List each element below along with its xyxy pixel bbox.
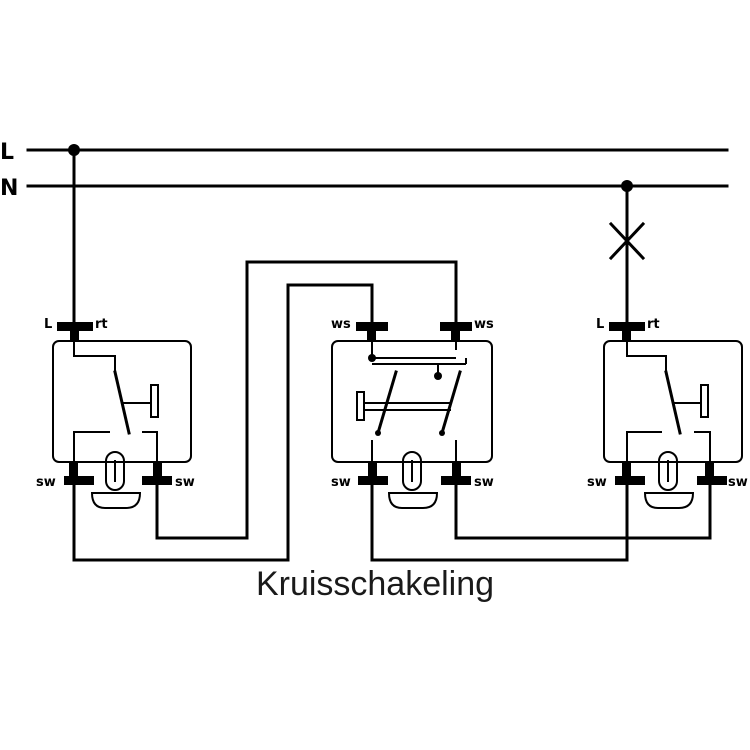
switch-left: L rt sw sw [36, 317, 195, 509]
switch-left-label-top-left: L [44, 317, 52, 332]
switch-middle: ws ws sw sw [331, 317, 494, 509]
bus-label-neutral: N [0, 176, 18, 201]
diagram-caption: Kruisschakeling [255, 565, 495, 603]
switch-left-label-bottom-left: sw [36, 475, 56, 490]
switch-right: L rt sw sw [587, 317, 748, 509]
traveller-wire-1 [155, 260, 458, 540]
switch-middle-label-top-left: ws [331, 317, 351, 332]
switch-middle-label-bottom-right: sw [474, 475, 494, 490]
switch-right-label-bottom-right: sw [728, 475, 748, 490]
switch-left-label-top-right: rt [95, 317, 108, 332]
traveller-wire-4 [454, 480, 712, 540]
switch-left-label-bottom-right: sw [175, 475, 195, 490]
switch-right-label-top-left: L [596, 317, 604, 332]
switch-middle-label-bottom-left: sw [331, 475, 351, 490]
switch-right-label-top-right: rt [647, 317, 660, 332]
switch-right-label-bottom-left: sw [587, 475, 607, 490]
bus-label-line: L [0, 140, 14, 165]
switch-middle-label-top-right: ws [474, 317, 494, 332]
traveller-wire-3 [370, 480, 629, 562]
lamp-symbol [608, 221, 646, 261]
traveller-wire-2 [72, 283, 374, 562]
